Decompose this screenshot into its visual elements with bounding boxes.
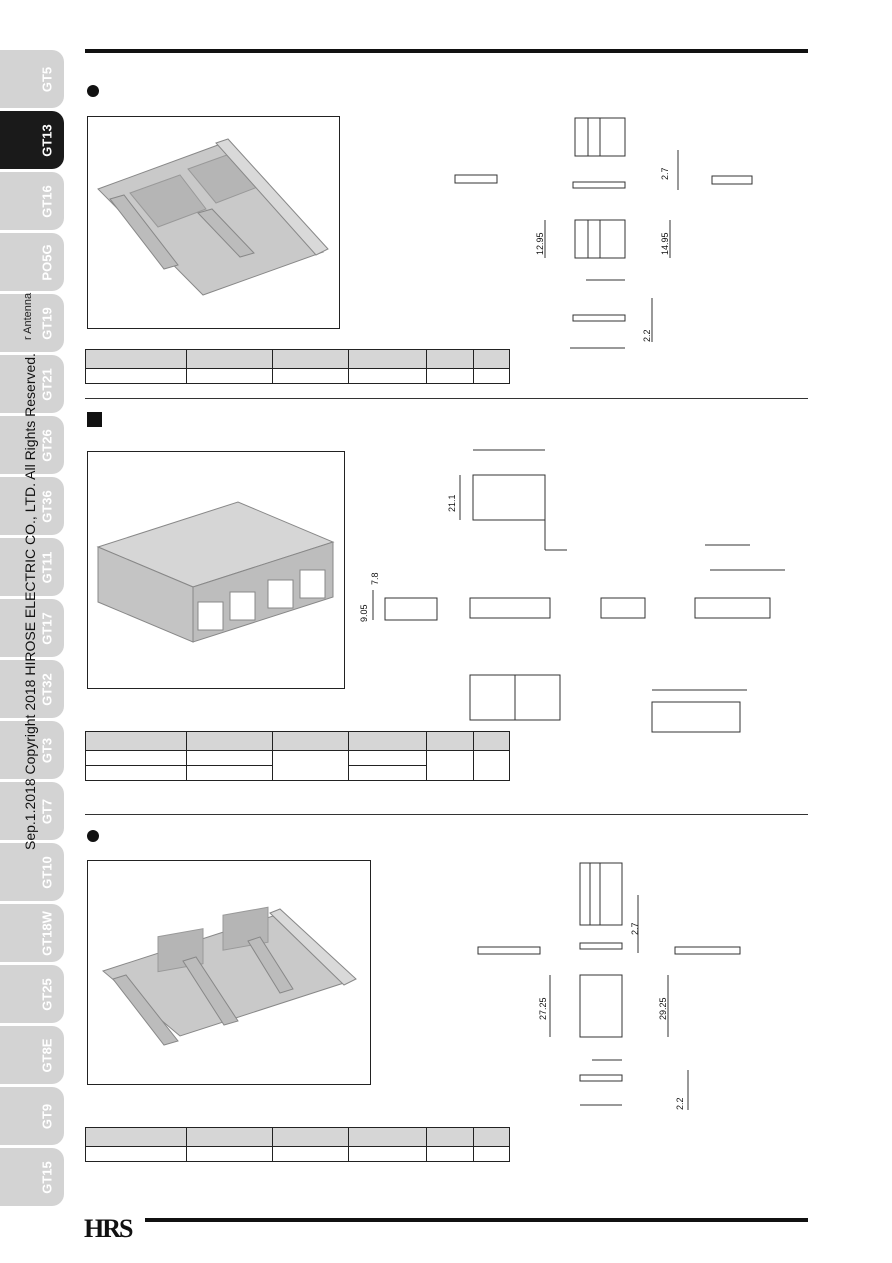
- section-3-dimension-drawing: 2.7 27.25 29.25 2.2: [477, 862, 741, 1110]
- tab-gt13[interactable]: GT13: [0, 111, 64, 169]
- tab-gt21[interactable]: GT21: [0, 355, 64, 413]
- header-rule: [85, 49, 808, 53]
- tab-gt18w[interactable]: GT18W: [0, 904, 64, 962]
- footer-rule: [145, 1218, 808, 1222]
- tab-gt32[interactable]: GT32: [0, 660, 64, 718]
- dim-label: 2.2: [675, 1097, 685, 1110]
- tab-gt10[interactable]: GT10: [0, 843, 64, 901]
- tab-gt36[interactable]: GT36: [0, 477, 64, 535]
- dim-label: 2.7: [630, 922, 640, 935]
- dim-label: 2.2: [642, 329, 652, 342]
- dim-label: 14.95: [660, 232, 670, 255]
- section-1-bullet: [87, 85, 99, 97]
- tab-gt8e[interactable]: GT8E: [0, 1026, 64, 1084]
- hrs-logo: HRS: [84, 1214, 133, 1243]
- dim-label: 27.25: [538, 997, 548, 1020]
- tab-gt5[interactable]: GT5: [0, 50, 64, 108]
- dim-label: 21.1: [447, 494, 457, 512]
- tab-gt9[interactable]: GT9: [0, 1087, 64, 1145]
- section-divider: [85, 814, 808, 815]
- section-2-spec-table: [85, 731, 510, 781]
- tab-gt7[interactable]: GT7: [0, 782, 64, 840]
- copyright-tail: r Antenna: [22, 292, 34, 340]
- tab-po5g[interactable]: PO5G: [0, 233, 64, 291]
- section-2-product-photo: [87, 451, 345, 689]
- dim-label: 7.8: [370, 572, 380, 585]
- section-1-dimension-drawing: 2.7 12.95 14.95 2.2: [454, 117, 753, 349]
- section-3-product-photo: [87, 860, 371, 1085]
- section-2-bullet: [87, 412, 102, 427]
- tab-gt15[interactable]: GT15: [0, 1148, 64, 1206]
- section-divider: [85, 398, 808, 399]
- tab-gt16[interactable]: GT16: [0, 172, 64, 230]
- tab-gt19[interactable]: GT19: [0, 294, 64, 352]
- tab-gt11[interactable]: GT11: [0, 538, 64, 596]
- dim-label: 9.05: [359, 604, 369, 622]
- tab-gt3[interactable]: GT3: [0, 721, 64, 779]
- section-3-spec-table: [85, 1127, 510, 1162]
- section-2-dimension-drawing: 21.1 7.8 9.05: [359, 449, 785, 733]
- tab-gt25[interactable]: GT25: [0, 965, 64, 1023]
- dim-label: 29.25: [658, 997, 668, 1020]
- tab-gt17[interactable]: GT17: [0, 599, 64, 657]
- dim-label: 2.7: [660, 167, 670, 180]
- dim-label: 12.95: [535, 232, 545, 255]
- copyright-notice: Sep.1.2018 Copyright 2018 HIROSE ELECTRI…: [22, 353, 38, 850]
- section-1-spec-table: [85, 349, 510, 384]
- section-1-product-photo: [87, 116, 340, 329]
- tab-gt26[interactable]: GT26: [0, 416, 64, 474]
- section-3-bullet: [87, 830, 99, 842]
